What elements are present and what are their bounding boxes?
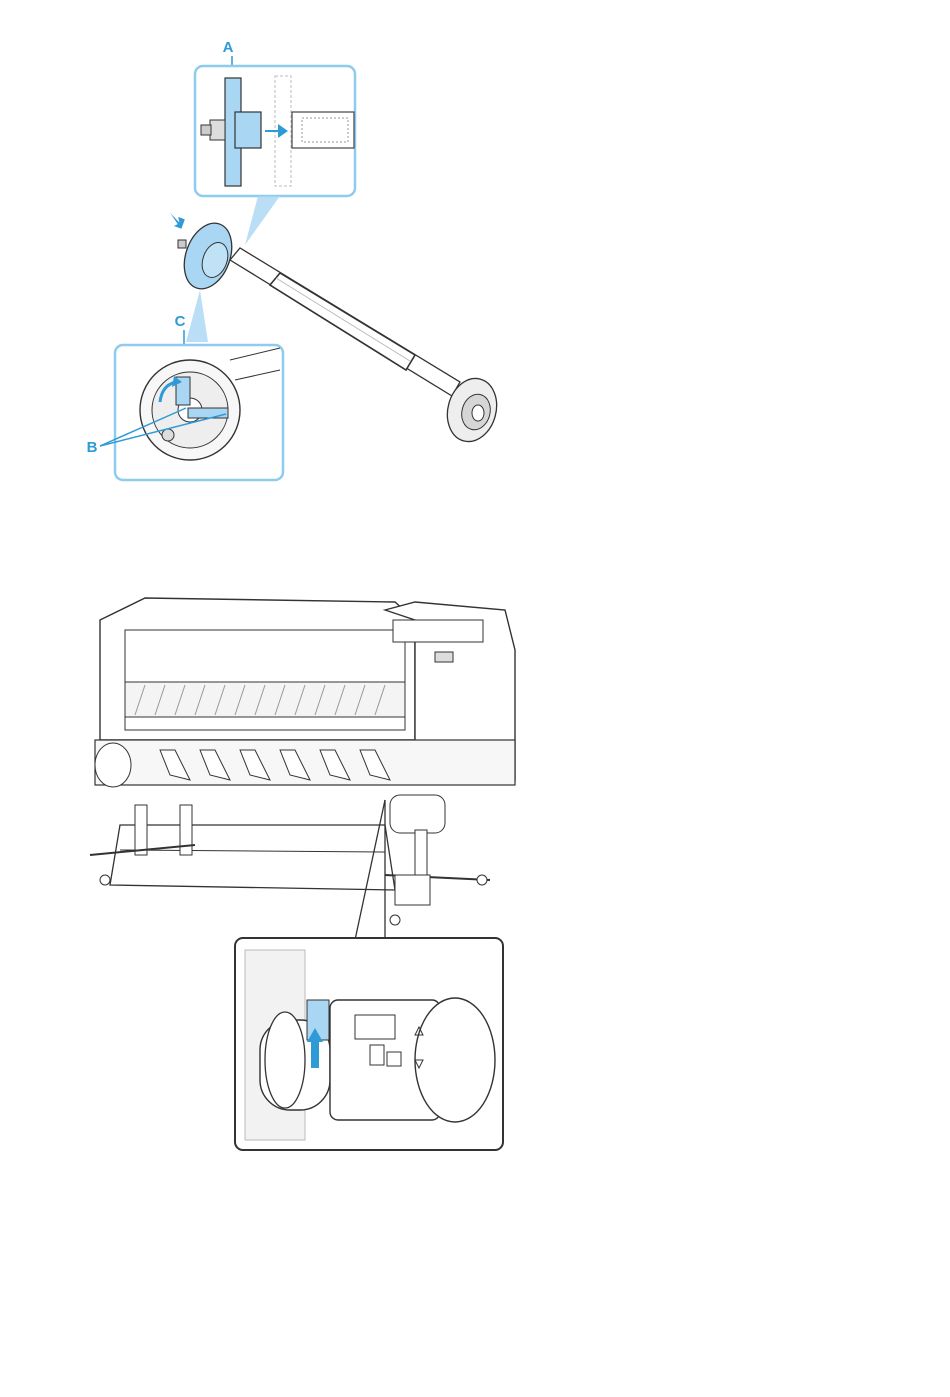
roll-feed-area [95,740,515,833]
bottom-inset-panel [115,345,283,480]
callout-a-label: A [223,39,234,56]
top-inset-panel [195,66,355,196]
detail-inset-panel [235,938,503,1150]
printer-illustration [85,590,525,1160]
roll-holder-blue [176,217,241,296]
press-arrow-icon [166,213,185,229]
callout-c-label: C [175,313,186,330]
inset-pointer-bottom [186,290,208,342]
inset-pointer [245,196,280,245]
callout-b-label: B [87,439,98,456]
roll-holder-illustration: A C [80,30,520,490]
